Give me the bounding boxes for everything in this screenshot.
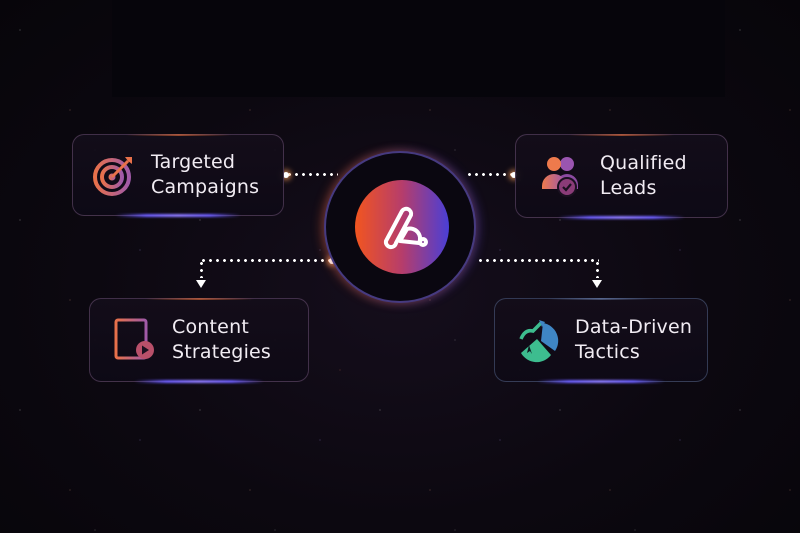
- target-arrow-icon: [89, 150, 139, 200]
- connector-right-top: [466, 173, 514, 176]
- node-data-driven-tactics[interactable]: Data-Driven Tactics: [494, 298, 708, 382]
- connector-left-down: [200, 260, 203, 278]
- node-qualified-leads[interactable]: Qualified Leads: [515, 134, 728, 218]
- connector-left-top: [286, 173, 338, 176]
- arrow-down-icon: [592, 280, 602, 288]
- pie-chart-growth-icon: [513, 315, 563, 365]
- connector-left-bottom: [200, 259, 334, 262]
- node-label-line1: Content: [172, 316, 249, 338]
- node-label-line2: Leads: [600, 177, 657, 199]
- node-label-line1: Qualified: [600, 152, 687, 174]
- node-targeted-campaigns[interactable]: Targeted Campaigns: [72, 134, 284, 216]
- node-content-strategies[interactable]: Content Strategies: [89, 298, 309, 382]
- users-check-icon: [538, 151, 588, 201]
- document-play-icon: [110, 315, 160, 365]
- node-label-line2: Strategies: [172, 341, 272, 363]
- connector-dot: [511, 172, 517, 178]
- connector-dot: [283, 172, 289, 178]
- node-label-line2: Tactics: [575, 341, 641, 363]
- node-label-line1: Targeted: [151, 151, 236, 173]
- brand-logo-icon: [355, 180, 449, 274]
- connector-right-bottom: [477, 259, 599, 262]
- top-dark-panel: [112, 0, 725, 97]
- node-label-line2: Campaigns: [151, 176, 260, 198]
- arrow-down-icon: [196, 280, 206, 288]
- connector-right-down: [596, 260, 599, 278]
- node-label-line1: Data-Driven: [575, 316, 693, 338]
